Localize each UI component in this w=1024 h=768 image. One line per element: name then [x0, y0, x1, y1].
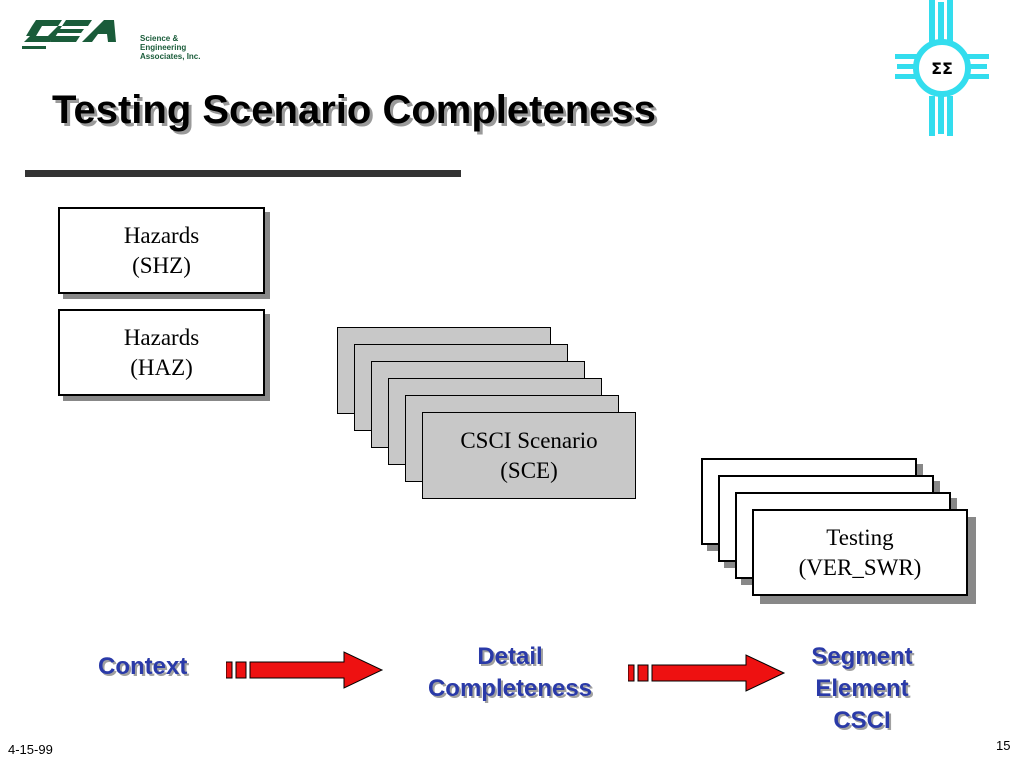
csci-scenario-box: CSCI Scenario (SCE): [422, 412, 636, 499]
hazards-shz-line-1: Hazards: [123, 222, 200, 248]
testing-line-1: Testing: [826, 524, 894, 550]
segment-line-2: Element: [815, 675, 909, 702]
csci-scenario-line-2: (SCE): [500, 457, 558, 483]
hazards-haz-line-1: Hazards: [123, 324, 200, 350]
slide-title: Testing Scenario Completeness: [52, 88, 656, 132]
logo-text: Science & Engineering Associates, Inc.: [140, 34, 200, 61]
arrow-detail-to-segment: [628, 654, 786, 692]
svg-text:ΣΣ: ΣΣ: [931, 59, 953, 78]
zia-sun-icon: ΣΣ: [893, 0, 989, 136]
hazards-haz-box: Hazards (HAZ): [58, 309, 265, 396]
csci-scenario-line-1: CSCI Scenario: [460, 427, 598, 453]
detail-completeness-label: Detail Completeness: [410, 641, 610, 705]
hazards-haz-line-2: (HAZ): [130, 354, 193, 380]
detail-line-1: Detail: [477, 643, 543, 670]
sea-logo-mark: [22, 20, 116, 49]
logo-line-2: Engineering: [140, 43, 187, 52]
detail-line-2: Completeness: [427, 675, 593, 702]
segment-line-1: Segment: [811, 643, 913, 670]
hazards-shz-box: Hazards (SHZ): [58, 207, 265, 294]
logo-line-3: Associates, Inc.: [140, 52, 201, 61]
sea-logo: Science & Engineering Associates, Inc.: [22, 16, 212, 61]
context-label: Context: [98, 653, 188, 680]
testing-box: Testing (VER_SWR): [752, 509, 968, 596]
segment-element-csci-label: Segment Element CSCI: [792, 641, 932, 737]
segment-line-3: CSCI: [833, 707, 891, 734]
hazards-shz-line-2: (SHZ): [132, 252, 191, 278]
logo-line-1: Science &: [140, 34, 179, 43]
title-underline: [25, 170, 461, 177]
page-number: 15: [996, 738, 1011, 753]
footer-date: 4-15-99: [8, 742, 53, 757]
testing-line-2: (VER_SWR): [798, 554, 922, 580]
arrow-context-to-detail: [226, 651, 384, 689]
